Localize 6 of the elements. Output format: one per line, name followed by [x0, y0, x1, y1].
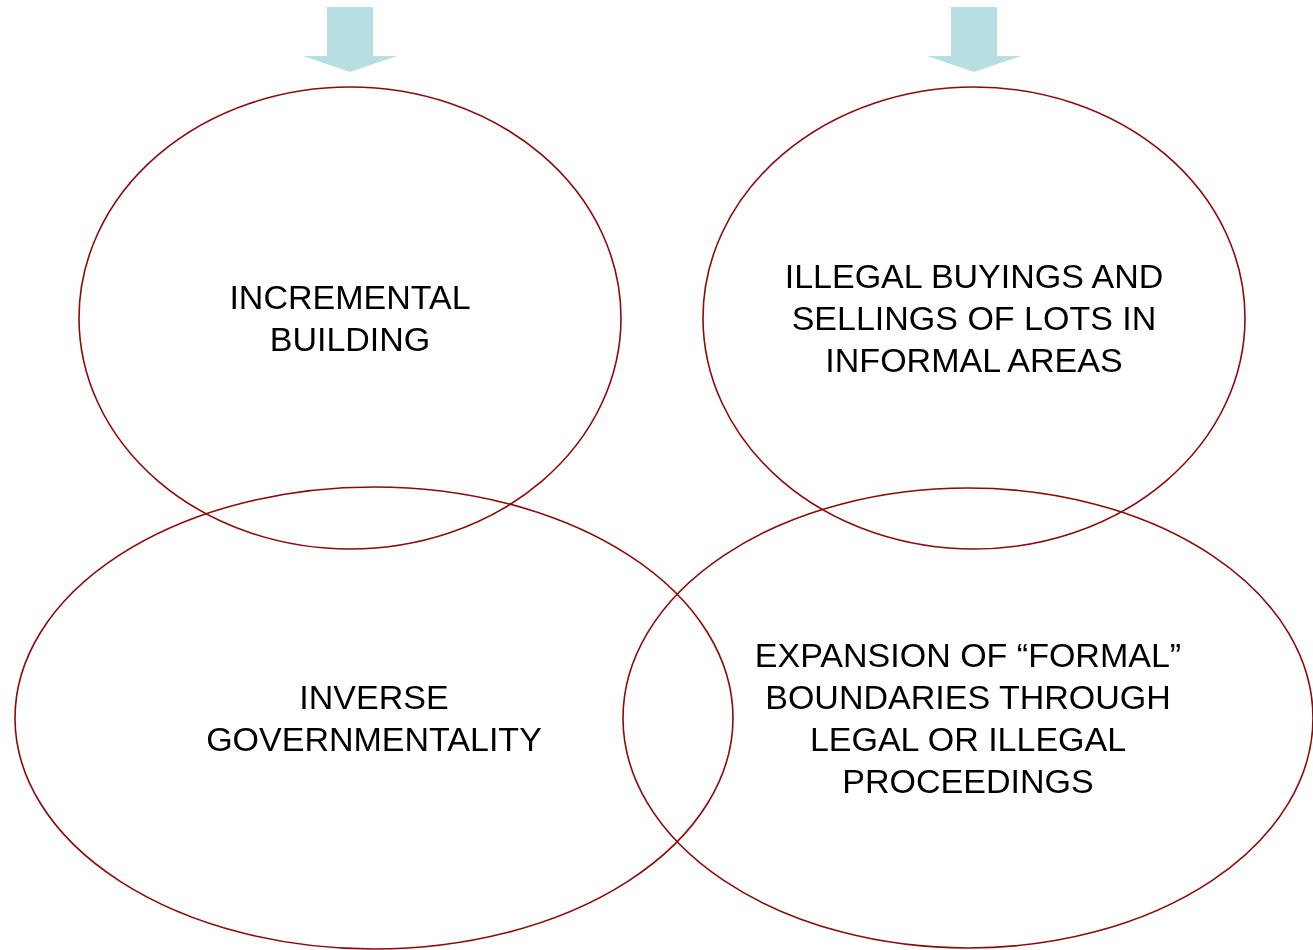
oval-label: ILLEGAL BUYINGS AND SELLINGS OF LOTS IN INFORMAL AREAS	[783, 256, 1165, 381]
oval-label: EXPANSION OF “FORMAL” BOUNDARIES THROUGH LEGAL OR ILLEGAL PROCEEDINGS	[753, 635, 1183, 802]
block-arrow	[927, 7, 1021, 72]
block-arrow	[303, 7, 397, 72]
oval-label: INVERSE GOVERNMENTALITY	[205, 677, 543, 760]
oval-label: INCREMENTAL BUILDING	[228, 277, 472, 360]
